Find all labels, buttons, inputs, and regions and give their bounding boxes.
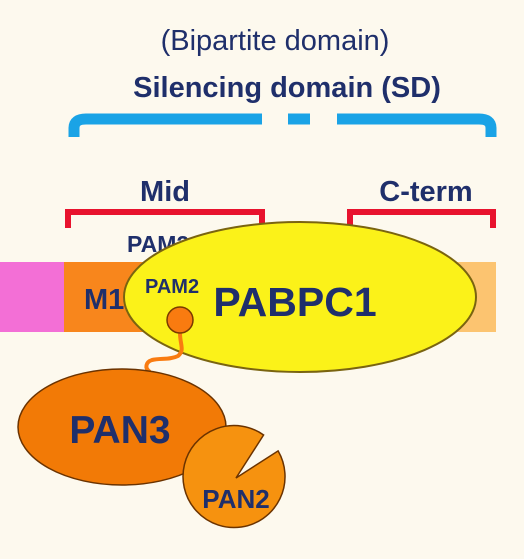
bracket-right-segment bbox=[337, 113, 497, 137]
pam2-tether bbox=[144, 332, 184, 374]
pan2-label: PAN2 bbox=[202, 484, 269, 514]
pan2-pacman bbox=[182, 424, 286, 529]
mid-bracket bbox=[65, 209, 265, 228]
cterm-bracket bbox=[347, 209, 496, 228]
pabpc1-label: PABPC1 bbox=[213, 279, 376, 325]
mid-label: Mid bbox=[140, 176, 190, 208]
silencing-domain-title: Silencing domain (SD) bbox=[133, 72, 441, 104]
bracket-left-segment bbox=[68, 113, 262, 137]
m1-label: M1 bbox=[84, 284, 124, 316]
pabpc1-ellipse bbox=[123, 221, 477, 373]
bar-segment-n-term bbox=[0, 262, 64, 332]
bipartite-domain-label: (Bipartite domain) bbox=[161, 25, 390, 57]
pam2-dot bbox=[166, 306, 194, 334]
pan3-label: PAN3 bbox=[69, 409, 170, 452]
silencing-domain-bracket bbox=[68, 113, 497, 137]
pam2-label: PAM2 bbox=[145, 276, 199, 298]
cterm-label: C-term bbox=[379, 176, 472, 208]
